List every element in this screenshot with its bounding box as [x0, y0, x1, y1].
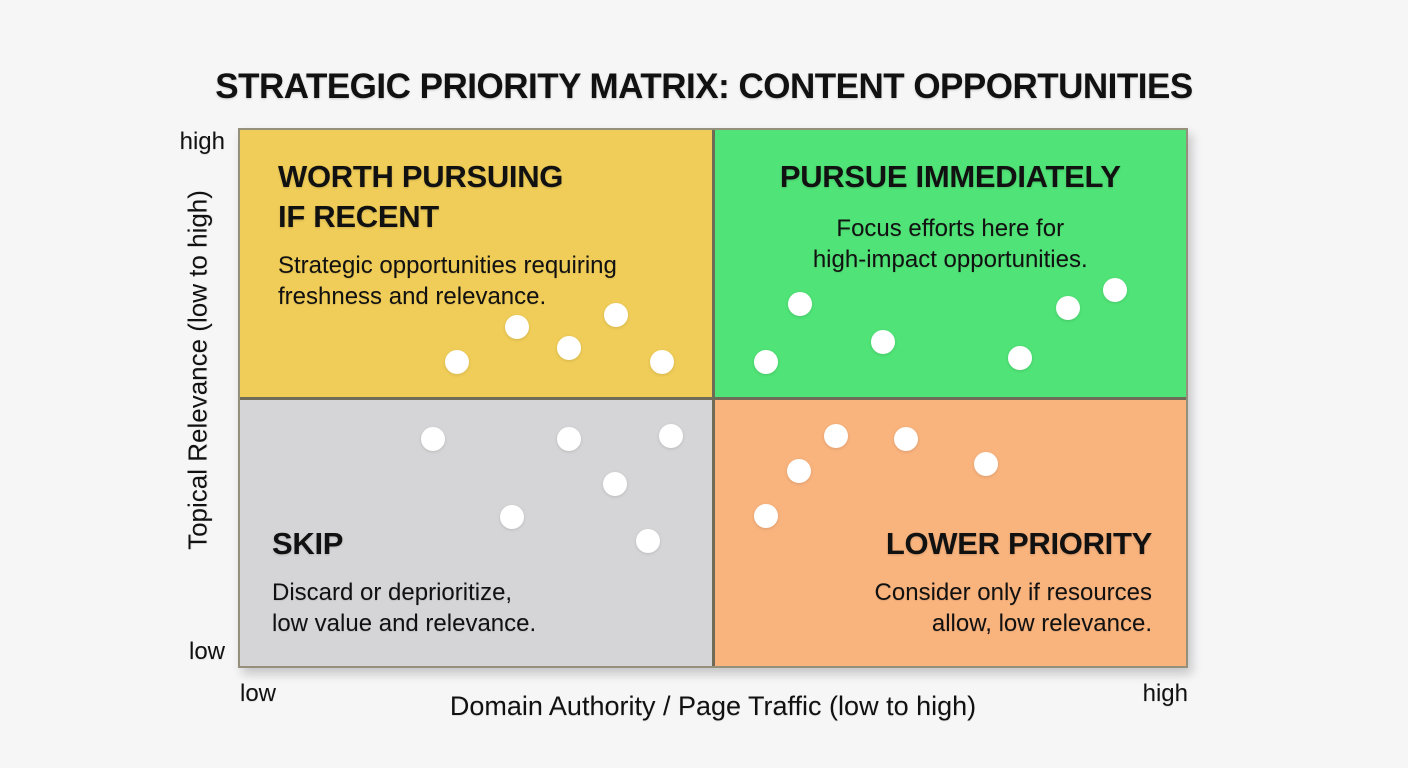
x-axis-low-label: low	[240, 680, 277, 707]
quadrant-description: Focus efforts here for high-impact oppor…	[725, 213, 1177, 275]
quadrant-pursue-immediately: PURSUE IMMEDIATELY Focus efforts here fo…	[714, 130, 1186, 397]
y-axis-low-label: low	[188, 638, 225, 665]
page-title: STRATEGIC PRIORITY MATRIX: CONTENT OPPOR…	[215, 67, 1193, 107]
x-axis-high-label: high	[1142, 680, 1188, 707]
quadrant-lower-priority: LOWER PRIORITY Consider only if resource…	[714, 399, 1186, 666]
quadrant-title-line: SKIP	[272, 526, 344, 561]
quadrant-description: Discard or deprioritize, low value and r…	[272, 577, 536, 639]
quadrant-skip: SKIP Discard or deprioritize, low value …	[240, 399, 712, 666]
quadrant-description-line: freshness and relevance.	[278, 283, 547, 310]
priority-matrix: WORTH PURSUING IF RECENT Strategic oppor…	[238, 128, 1188, 668]
y-axis-high-label: high	[179, 128, 225, 155]
quadrant-description-line: Consider only if resources	[874, 579, 1152, 606]
quadrant-description: Strategic opportunities requiring freshn…	[278, 250, 692, 312]
quadrant-title: WORTH PURSUING IF RECENT	[278, 157, 692, 237]
quadrant-title-line: PURSUE IMMEDIATELY	[779, 159, 1121, 194]
quadrant-description-line: Focus efforts here for	[836, 215, 1065, 242]
quadrant-title: PURSUE IMMEDIATELY	[725, 157, 1177, 197]
quadrant-description-line: Discard or deprioritize,	[272, 579, 513, 606]
quadrant-description-line: high-impact opportunities.	[812, 246, 1088, 273]
quadrant-worth-pursuing-if-recent: WORTH PURSUING IF RECENT Strategic oppor…	[240, 130, 712, 397]
x-axis-title: Domain Authority / Page Traffic (low to …	[449, 691, 977, 721]
quadrant-title-line: IF RECENT	[278, 199, 439, 234]
quadrant-title-line: WORTH PURSUING	[278, 159, 564, 194]
quadrant-description: Consider only if resources allow, low re…	[875, 577, 1152, 639]
quadrant-title: SKIP	[272, 524, 343, 564]
y-axis-title: Topical Relevance (low to high)	[182, 190, 213, 550]
quadrant-title-line: LOWER PRIORITY	[885, 526, 1152, 561]
quadrant-description-line: allow, low relevance.	[931, 610, 1152, 637]
quadrant-description-line: Strategic opportunities requiring	[278, 252, 617, 279]
quadrant-title: LOWER PRIORITY	[886, 524, 1152, 564]
quadrant-description-line: low value and relevance.	[272, 610, 537, 637]
